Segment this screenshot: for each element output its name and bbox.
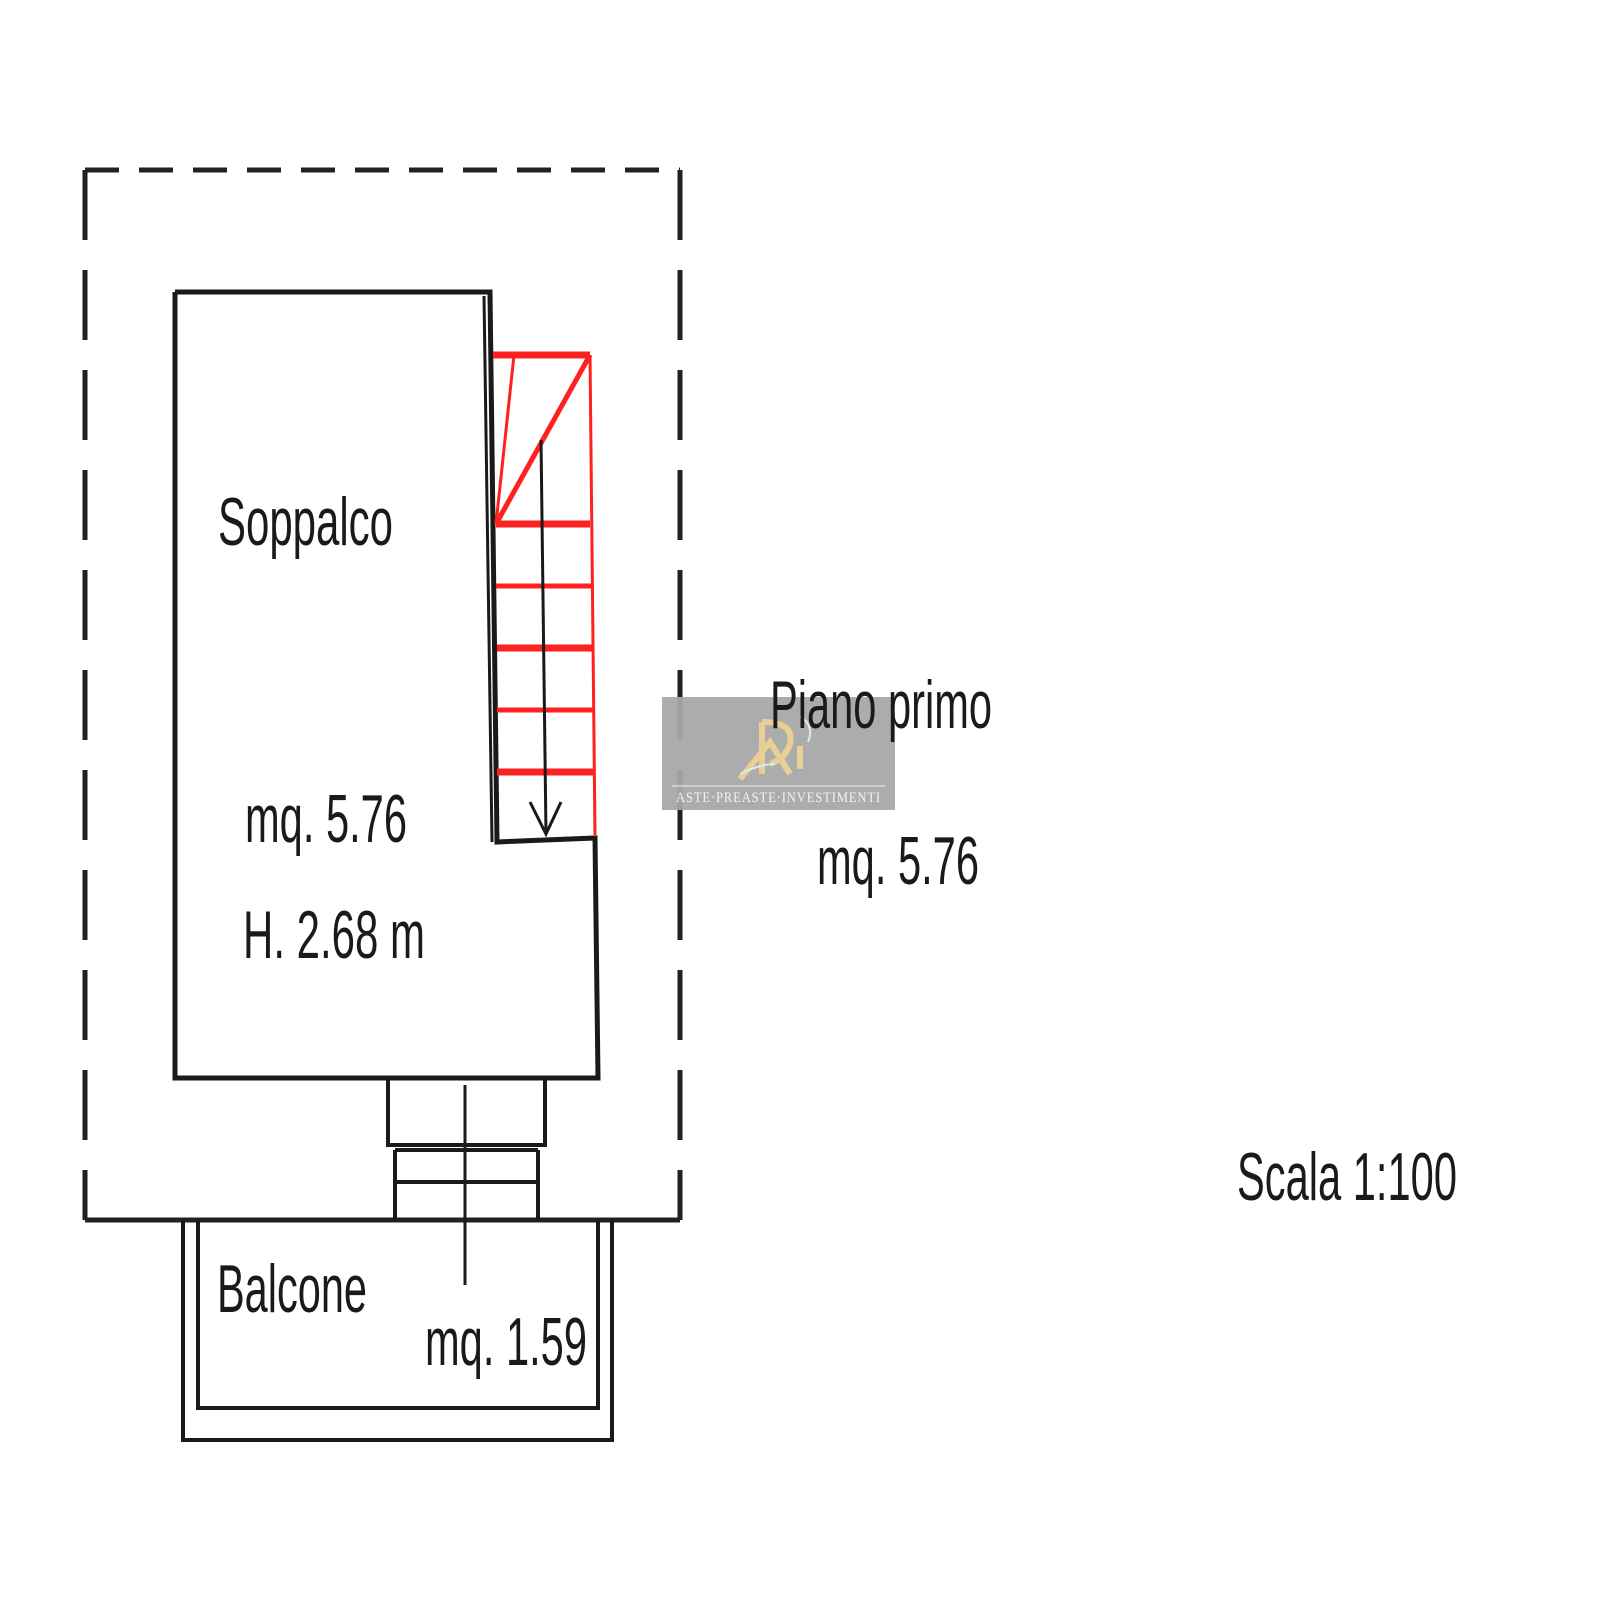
watermark: ASTE·PREASTE·INVESTIMENTI <box>662 697 895 810</box>
room-area-balcone: mq. 1.59 <box>425 1304 587 1380</box>
floor-area: mq. 5.76 <box>817 823 979 899</box>
balcone-walls <box>181 1220 614 1442</box>
room-name-balcone: Balcone <box>217 1251 367 1327</box>
room-name-soppalco: Soppalco <box>218 484 393 560</box>
stair-direction-arrow <box>528 439 563 838</box>
room-height-soppalco: H. 2.68 m <box>243 897 425 973</box>
room-area-soppalco: mq. 5.76 <box>245 781 407 857</box>
entry-steps <box>386 1078 547 1285</box>
scale-label: Scala 1:100 <box>1237 1139 1457 1215</box>
floor-name: Piano primo <box>770 667 992 743</box>
soppalco-walls <box>172 289 601 1081</box>
watermark-text: ASTE·PREASTE·INVESTIMENTI <box>676 790 881 806</box>
